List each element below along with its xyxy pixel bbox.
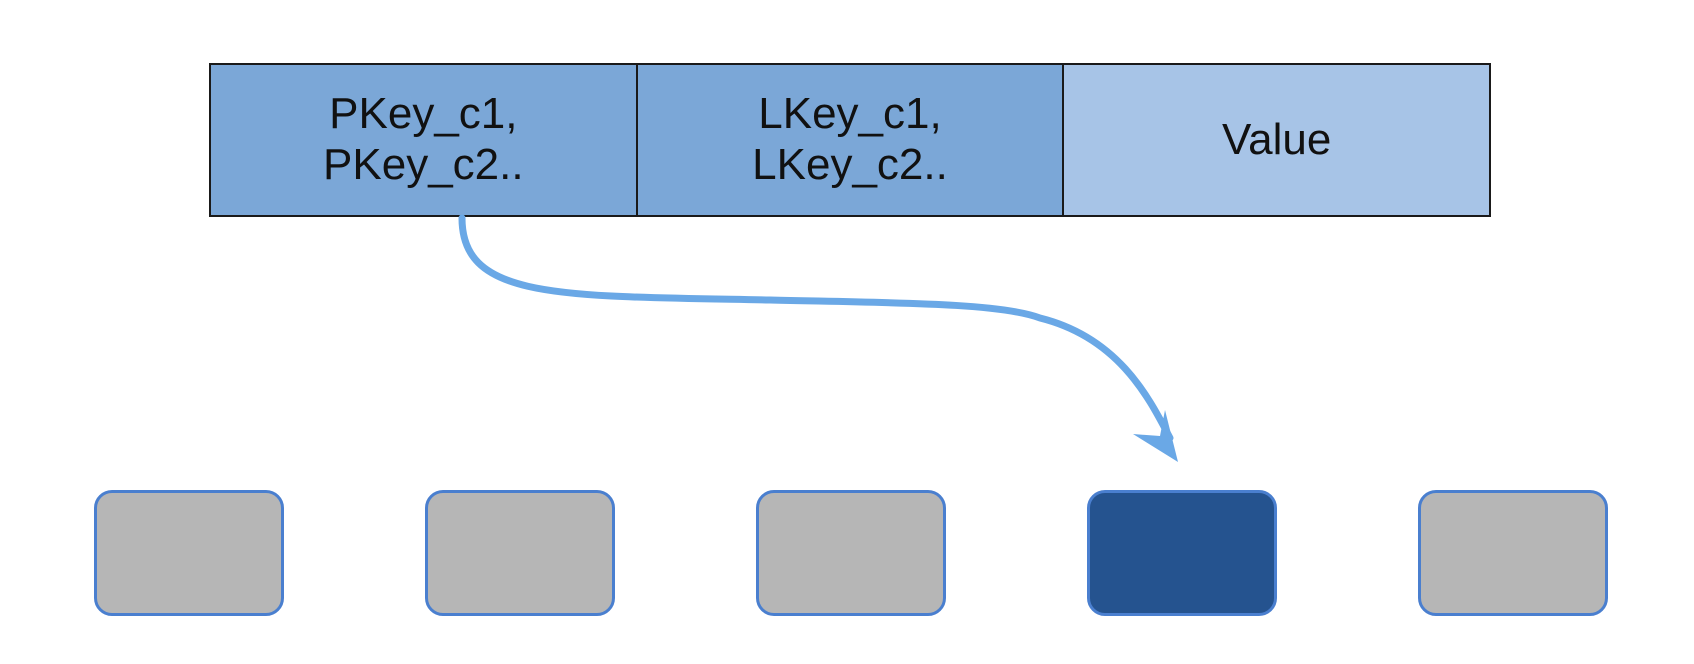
arrow-head-icon	[1133, 410, 1178, 462]
partition-node-1	[94, 490, 284, 616]
partition-node-3	[756, 490, 946, 616]
partition-node-4-target	[1087, 490, 1277, 616]
arrow-curve	[458, 214, 1174, 442]
partition-node-5	[1418, 490, 1608, 616]
partition-key-cell: PKey_c1, PKey_c2..	[211, 65, 636, 215]
local-key-cell: LKey_c1, LKey_c2..	[635, 65, 1063, 215]
partition-node-2	[425, 490, 615, 616]
row-layout: PKey_c1, PKey_c2.. LKey_c1, LKey_c2.. Va…	[209, 63, 1491, 217]
value-cell: Value	[1062, 65, 1490, 215]
